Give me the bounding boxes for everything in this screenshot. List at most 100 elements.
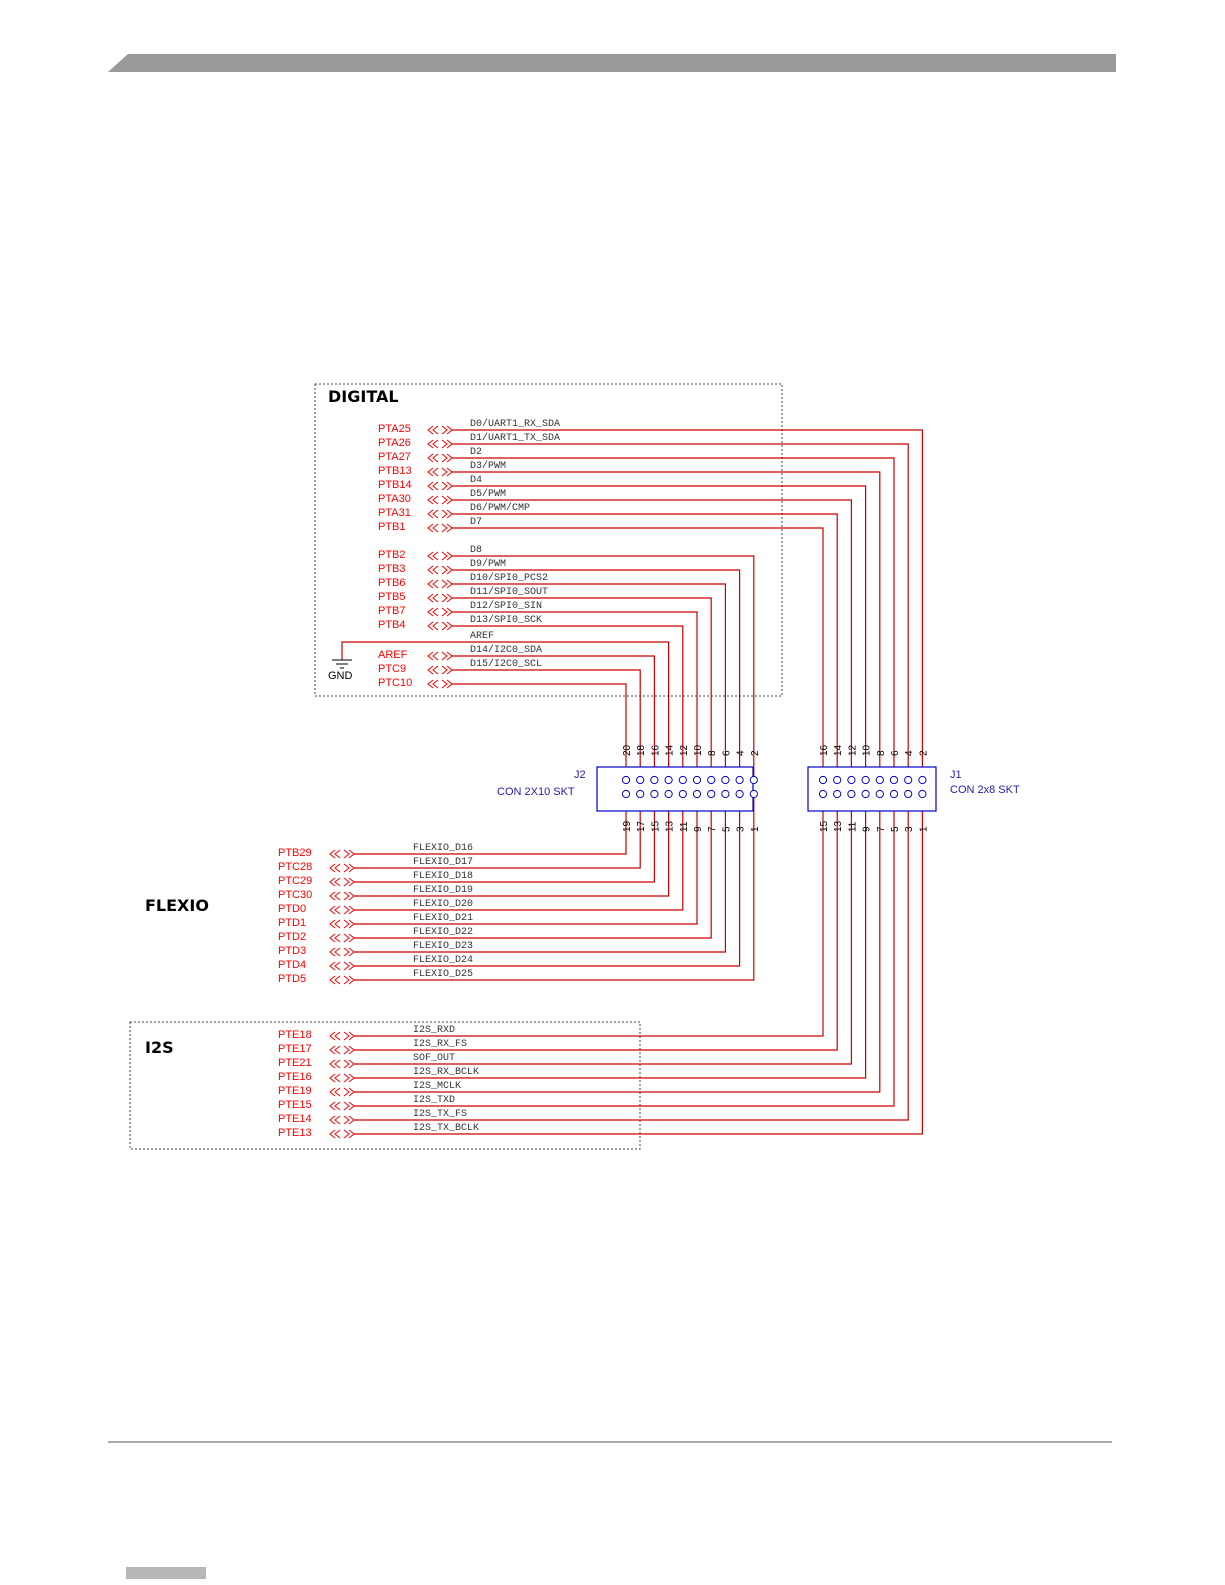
j1-pin-9 bbox=[861, 789, 870, 799]
j1-pin-6 bbox=[889, 775, 899, 785]
net-label: D13/SPI0_SCK bbox=[470, 614, 542, 626]
wire-J2-8 bbox=[452, 597, 712, 776]
net-label: I2S_TXD bbox=[413, 1095, 455, 1106]
j2-pin-3 bbox=[735, 789, 744, 799]
net-label: FLEXIO_D21 bbox=[413, 913, 473, 924]
net-label: I2S_MCLK bbox=[413, 1081, 461, 1092]
port-label: PTB13 bbox=[378, 465, 412, 477]
port-label: PTE19 bbox=[278, 1085, 312, 1097]
wire-J2-15 bbox=[354, 798, 655, 883]
j2-pin-20 bbox=[621, 775, 631, 785]
port-label: PTE15 bbox=[278, 1099, 312, 1111]
j1-pin-14 bbox=[833, 775, 842, 785]
port-label: PTE17 bbox=[278, 1043, 312, 1055]
j2-pin-label: 9 bbox=[693, 826, 704, 832]
wire-J2-6 bbox=[452, 583, 726, 776]
port-label: AREF bbox=[378, 649, 408, 661]
bidirectional-port-icon bbox=[329, 877, 355, 887]
bidirectional-port-icon bbox=[329, 1101, 355, 1111]
net-label: D5/PWM bbox=[470, 488, 506, 500]
net-label: AREF bbox=[470, 631, 494, 642]
j2-pin-label: 20 bbox=[622, 744, 633, 756]
j1-pin-label: 13 bbox=[833, 820, 844, 832]
j2-pin-label: 7 bbox=[707, 826, 718, 832]
j1-pin-label: 3 bbox=[904, 826, 915, 832]
j1-pin-label: 6 bbox=[890, 750, 901, 756]
wire-J1-12 bbox=[452, 499, 852, 776]
j2-pin-12 bbox=[678, 775, 687, 785]
bidirectional-port-icon bbox=[427, 523, 453, 533]
bidirectional-port-icon bbox=[329, 975, 355, 985]
bidirectional-port-icon bbox=[427, 593, 453, 603]
j1-pin-15 bbox=[818, 789, 828, 799]
bidirectional-port-icon bbox=[427, 621, 453, 631]
wire-J1-3 bbox=[354, 798, 909, 1121]
wire-J1-8 bbox=[452, 471, 881, 776]
port-label: PTD2 bbox=[278, 931, 306, 943]
j2-pin-1 bbox=[749, 789, 758, 799]
header-bar bbox=[108, 54, 1116, 72]
wire-J1-1 bbox=[354, 798, 923, 1135]
j2-pin-label: 18 bbox=[636, 744, 647, 756]
j2-pin-8 bbox=[707, 775, 716, 785]
net-label: FLEXIO_D20 bbox=[413, 899, 473, 910]
net-label: I2S_TX_BCLK bbox=[413, 1123, 479, 1134]
net-label: D7 bbox=[470, 517, 482, 528]
j2-pin-label: 6 bbox=[721, 750, 732, 756]
net-label: I2S_RXD bbox=[413, 1025, 455, 1036]
net-label: D4 bbox=[470, 475, 482, 486]
bidirectional-port-icon bbox=[329, 1031, 355, 1041]
net-label: FLEXIO_D23 bbox=[413, 941, 473, 952]
bidirectional-port-icon bbox=[329, 1115, 355, 1125]
port-label: PTB14 bbox=[378, 479, 412, 491]
port-label: PTE18 bbox=[278, 1029, 312, 1041]
port-label: PTA26 bbox=[378, 437, 411, 449]
wire-J1-11 bbox=[354, 798, 852, 1065]
j2-pin-label: 16 bbox=[650, 744, 661, 756]
j2-pin-label: 2 bbox=[750, 750, 761, 756]
j2-pin-9 bbox=[692, 789, 702, 799]
j1-pin-label: 9 bbox=[862, 826, 873, 832]
j2-pin-11 bbox=[678, 789, 687, 799]
j1-pin-label: 11 bbox=[847, 821, 858, 832]
wire-J2-13 bbox=[354, 798, 670, 897]
j2-pin-label: 11 bbox=[679, 821, 690, 832]
j2-pin-label: 15 bbox=[650, 820, 661, 832]
j2-pin-18 bbox=[636, 775, 645, 785]
net-label: FLEXIO_D25 bbox=[413, 969, 473, 980]
j1-pin-label: 16 bbox=[819, 744, 830, 756]
bidirectional-port-icon bbox=[427, 453, 453, 463]
j1-pin-label: 15 bbox=[819, 820, 830, 832]
footer-tab bbox=[126, 1567, 206, 1579]
port-label: PTD1 bbox=[278, 917, 306, 929]
j1-pin-3 bbox=[904, 789, 913, 799]
j2-pin-10 bbox=[692, 775, 702, 785]
port-label: PTD3 bbox=[278, 945, 306, 957]
j1-pin-label: 12 bbox=[847, 744, 858, 756]
port-label: PTE13 bbox=[278, 1127, 312, 1139]
wire-J2-11 bbox=[354, 798, 684, 911]
bidirectional-port-icon bbox=[427, 439, 453, 449]
gnd-wire bbox=[341, 641, 452, 660]
bidirectional-port-icon bbox=[329, 863, 355, 873]
j1-pin-16 bbox=[818, 775, 828, 785]
j1-connector-body bbox=[807, 766, 937, 812]
gnd-label: GND bbox=[328, 670, 353, 682]
j2-pin-6 bbox=[721, 775, 730, 785]
wire-J2-10 bbox=[452, 611, 698, 776]
bidirectional-port-icon bbox=[329, 919, 355, 929]
j1-pin-2 bbox=[918, 775, 927, 785]
bidirectional-port-icon bbox=[427, 679, 453, 689]
j2-pin-label: 12 bbox=[679, 744, 690, 756]
bidirectional-port-icon bbox=[329, 1059, 355, 1069]
port-label: PTB3 bbox=[378, 563, 406, 575]
port-label: PTE16 bbox=[278, 1071, 312, 1083]
net-label: FLEXIO_D24 bbox=[413, 955, 473, 966]
j2-pin-4 bbox=[735, 775, 744, 785]
wire-J2-2 bbox=[452, 555, 755, 776]
bidirectional-port-icon bbox=[329, 933, 355, 943]
wire-J1-7 bbox=[354, 798, 881, 1093]
j1-pin-12 bbox=[847, 775, 856, 785]
wire-J2-1 bbox=[354, 798, 755, 981]
